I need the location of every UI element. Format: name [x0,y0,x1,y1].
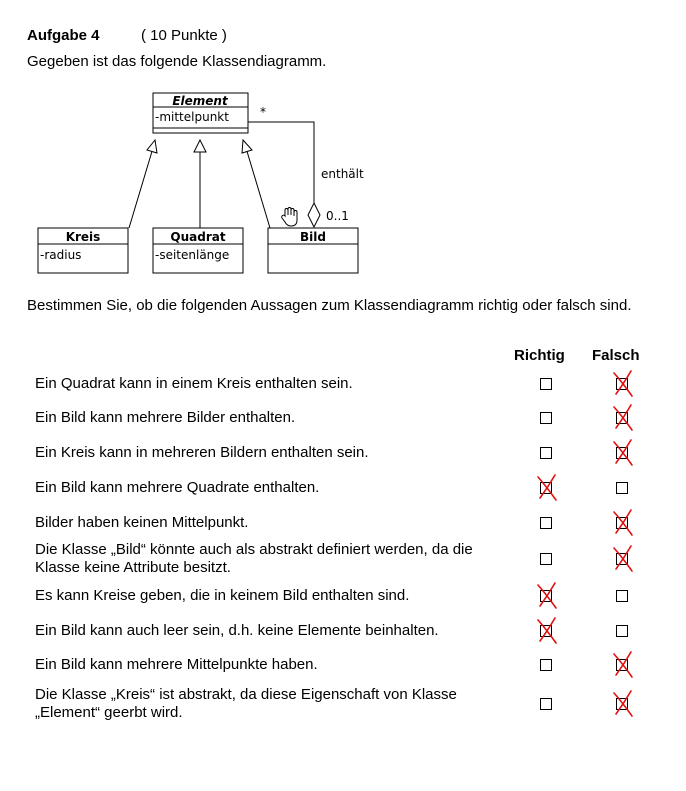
checkbox-richtig[interactable] [540,517,552,529]
statement-text: Die Klasse „Bild“ könnte auch als abstra… [35,541,473,576]
cross-mark-icon [537,617,557,644]
checkbox-richtig[interactable] [540,553,552,565]
statement-text: Ein Bild kann auch leer sein, d.h. keine… [35,622,439,639]
cross-mark-icon [613,439,633,466]
statement-text: Ein Quadrat kann in einem Kreis enthalte… [35,375,353,392]
cross-mark-icon [613,545,633,572]
class-quadrat-name: Quadrat [170,230,225,244]
hand-cursor-icon [281,207,298,227]
cross-mark-icon [613,690,633,717]
checkbox-richtig[interactable] [540,412,552,424]
class-bild: Bild [267,227,359,274]
intro-text: Gegeben ist das folgende Klassendiagramm… [27,53,327,70]
statement-text: Ein Bild kann mehrere Bilder enthalten. [35,409,296,426]
task-title: Aufgabe 4 [27,27,100,44]
checkbox-falsch[interactable] [616,590,628,602]
cross-mark-icon [537,582,557,609]
aggregation-association: * enthält 0..1 [248,105,364,229]
statement-text: Ein Bild kann mehrere Quadrate enthalten… [35,479,320,496]
cross-mark-icon [613,404,633,431]
multiplicity-element: * [260,105,266,119]
cross-mark-icon [613,509,633,536]
class-kreis-name: Kreis [66,230,101,244]
statement-text: Die Klasse „Kreis“ ist abstrakt, da dies… [35,686,457,721]
checkbox-richtig[interactable] [540,447,552,459]
checkbox-falsch[interactable] [616,482,628,494]
statement-text: Ein Bild kann mehrere Mittelpunkte haben… [35,656,318,673]
checkbox-richtig[interactable] [540,659,552,671]
statement-text: Ein Kreis kann in mehreren Bildern entha… [35,444,369,461]
class-diagram: Element -mittelpunkt Kreis -radius Quadr… [37,92,364,274]
class-element-attr: -mittelpunkt [155,110,229,124]
statement-text: Bilder haben keinen Mittelpunkt. [35,514,249,531]
association-label: enthält [321,167,364,181]
class-kreis: Kreis -radius [37,227,129,274]
cross-mark-icon [537,474,557,501]
class-quadrat-attr: -seitenlänge [155,248,229,262]
cross-mark-icon [613,651,633,678]
cross-mark-icon [613,370,633,397]
checkbox-falsch[interactable] [616,625,628,637]
column-header-falsch: Falsch [592,347,640,364]
multiplicity-bild: 0..1 [326,209,349,223]
class-element: Element -mittelpunkt [152,92,249,134]
class-kreis-attr: -radius [40,248,81,262]
task-points: ( 10 Punkte ) [141,27,227,44]
inheritance-arrows [128,138,271,229]
class-element-name: Element [172,94,229,108]
checkbox-richtig[interactable] [540,378,552,390]
checkbox-richtig[interactable] [540,698,552,710]
statement-text: Es kann Kreise geben, die in keinem Bild… [35,587,410,604]
column-header-richtig: Richtig [514,347,565,364]
class-bild-name: Bild [300,230,326,244]
question-text: Bestimmen Sie, ob die folgenden Aussagen… [27,297,632,314]
class-quadrat: Quadrat -seitenlänge [152,227,244,274]
